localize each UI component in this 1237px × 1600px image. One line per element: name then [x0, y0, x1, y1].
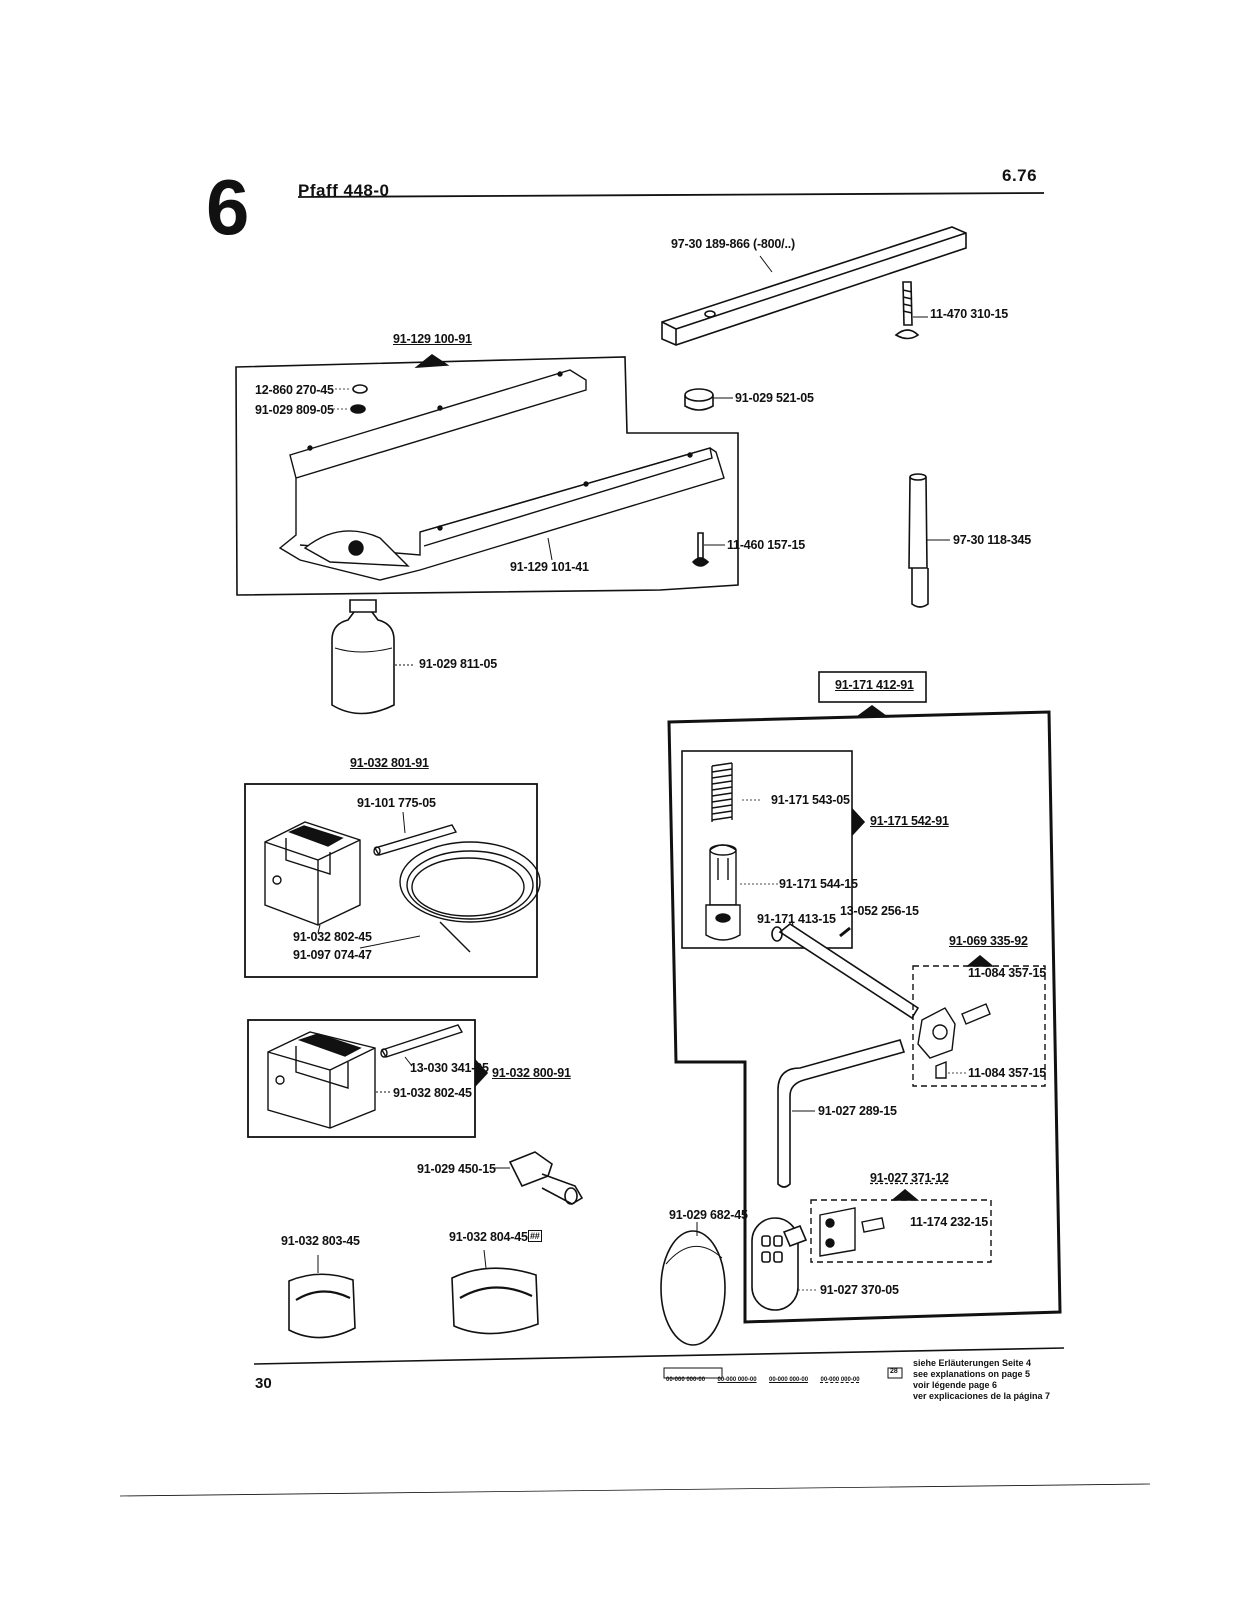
sub-assembly-frame	[681, 750, 853, 949]
part-label-rail: 97-30 189-866 (-800/..)	[671, 237, 795, 251]
footer-ref-mark: 28	[890, 1368, 898, 1375]
part-label-oil-pan-set: 91-129 100-91	[393, 332, 472, 346]
ring-symbol	[352, 384, 368, 394]
page-date: 6.76	[1002, 166, 1038, 185]
part-label-bracket-set: 91-027 371-12	[870, 1171, 949, 1185]
footer-ref-4: 00-000 000-00	[820, 1377, 860, 1383]
part-label-plate: 91-027 370-05	[820, 1283, 899, 1297]
collar-drawing	[917, 1003, 991, 1079]
oil-pan-drawing	[278, 369, 725, 581]
oil-pan-frame-marker	[414, 354, 450, 368]
kit2-frame-marker	[475, 1058, 489, 1088]
part-label-main-assembly: 91-171 412-91	[835, 678, 914, 692]
part-label-oil-pan: 91-129 101-41	[510, 560, 589, 574]
kit2-drawing	[267, 1024, 464, 1129]
part-label-kit1-rod: 91-101 775-05	[357, 796, 436, 810]
kit2-frame	[247, 1019, 476, 1138]
footer-legend: siehe Erläuterungen Seite 4 see explanat…	[913, 1358, 1050, 1402]
bracket-set-marker	[890, 1188, 920, 1201]
part-label-pad1: 91-032 803-45	[281, 1234, 360, 1248]
part-label-bracket-screw: 11-174 232-15	[910, 1215, 989, 1229]
part-label-bottle: 91-029 811-05	[419, 657, 498, 671]
kit1-frame	[244, 783, 538, 978]
pad1-drawing	[288, 1255, 356, 1339]
felt-symbol	[350, 404, 366, 414]
part-label-kit1-block: 91-032 802-45	[293, 930, 372, 944]
screw-top-drawing	[894, 281, 928, 340]
part-label-sleeve: 91-171 544-15	[779, 877, 858, 891]
knee-pad-drawing	[660, 1222, 726, 1346]
part-label-kit2: 91-032 800-91	[492, 1066, 571, 1080]
footer-ref-3: 00-000 000-00	[769, 1377, 809, 1383]
page-number: 30	[255, 1375, 272, 1392]
part-label-collar-screw2: 11-084 357-15	[968, 1066, 1047, 1080]
part-label-clip: 91-029 450-15	[417, 1162, 496, 1176]
footer-ref-2: 00-000 000-00	[717, 1377, 757, 1383]
part-label-lever: 91-027 289-15	[818, 1104, 897, 1118]
part-label-screw-top: 11-470 310-15	[930, 307, 1009, 321]
part-label-spring: 91-171 543-05	[771, 793, 850, 807]
section-number: 6	[206, 163, 250, 251]
part-label-screw-small: 11-460 157-15	[727, 538, 806, 552]
bracket-drawing	[819, 1207, 885, 1257]
footer-ref-boxed: 00-000 000-00	[666, 1377, 706, 1383]
oil-pan-frame	[235, 356, 739, 596]
part-label-kit1: 91-032 801-91	[350, 756, 429, 770]
part-label-cap: 91-029 521-05	[735, 391, 814, 405]
footer-ref-row: 00-000 000-00 00-000 000-00 00-000 000-0…	[666, 1368, 868, 1386]
shaft-drawing	[771, 913, 920, 1020]
part-label-pin-small: 13-052 256-15	[840, 904, 919, 918]
part-label-pad2: 91-032 804-45	[449, 1230, 528, 1244]
main-assembly-label-box	[818, 671, 927, 703]
kit1-drawing	[264, 811, 541, 953]
part-label-felt: 91-029 809-05	[255, 403, 334, 417]
header-rule	[297, 192, 1045, 198]
part-label-collar-screw1: 11-084 357-15	[968, 966, 1047, 980]
part-label-knee-pad: 91-029 682-45	[669, 1208, 748, 1222]
main-assembly-frame	[667, 710, 1062, 1324]
part-label-ring: 12-860 270-45	[255, 383, 334, 397]
footer-rule	[253, 1347, 1065, 1365]
part-label-pad2-mark: ##	[528, 1230, 542, 1242]
screw-small-drawing	[691, 532, 725, 567]
sub-assembly-drawing	[705, 762, 778, 941]
part-label-collar-set: 91-069 335-92	[949, 934, 1028, 948]
part-label-kit2-block: 91-032 802-45	[393, 1086, 472, 1100]
bottom-edge-rule	[119, 1483, 1151, 1497]
footer-mark-box	[887, 1367, 903, 1379]
pin-tall-drawing	[908, 473, 950, 608]
legend-fr: voir légende page 6	[913, 1380, 998, 1390]
clip-drawing	[494, 1151, 584, 1205]
lever-drawing	[777, 1039, 906, 1188]
part-label-pin-tall: 97-30 118-345	[953, 533, 1032, 547]
part-label-sub-assembly: 91-171 542-91	[870, 814, 949, 828]
pad2-drawing	[451, 1249, 539, 1335]
legend-es: ver explicaciones de la página 7	[913, 1391, 1051, 1401]
rail-drawing	[661, 226, 967, 346]
part-label-kit2-rod: 13-030 341-05	[410, 1061, 489, 1075]
part-label-shaft: 91-171 413-15	[757, 912, 836, 926]
legend-de: siehe Erläuterungen Seite 4	[913, 1358, 1032, 1368]
cap-drawing	[684, 388, 733, 411]
part-label-kit1-wire: 91-097 074-47	[293, 948, 372, 962]
footer-ref-box	[663, 1367, 723, 1379]
collar-set-marker	[965, 954, 995, 967]
page-title: Pfaff 448-0	[298, 181, 390, 200]
plate-drawing	[751, 1217, 818, 1311]
bottle-drawing	[331, 599, 415, 715]
sub-assembly-frame-marker	[852, 807, 866, 837]
legend-en: see explanations on page 5	[913, 1369, 1031, 1379]
